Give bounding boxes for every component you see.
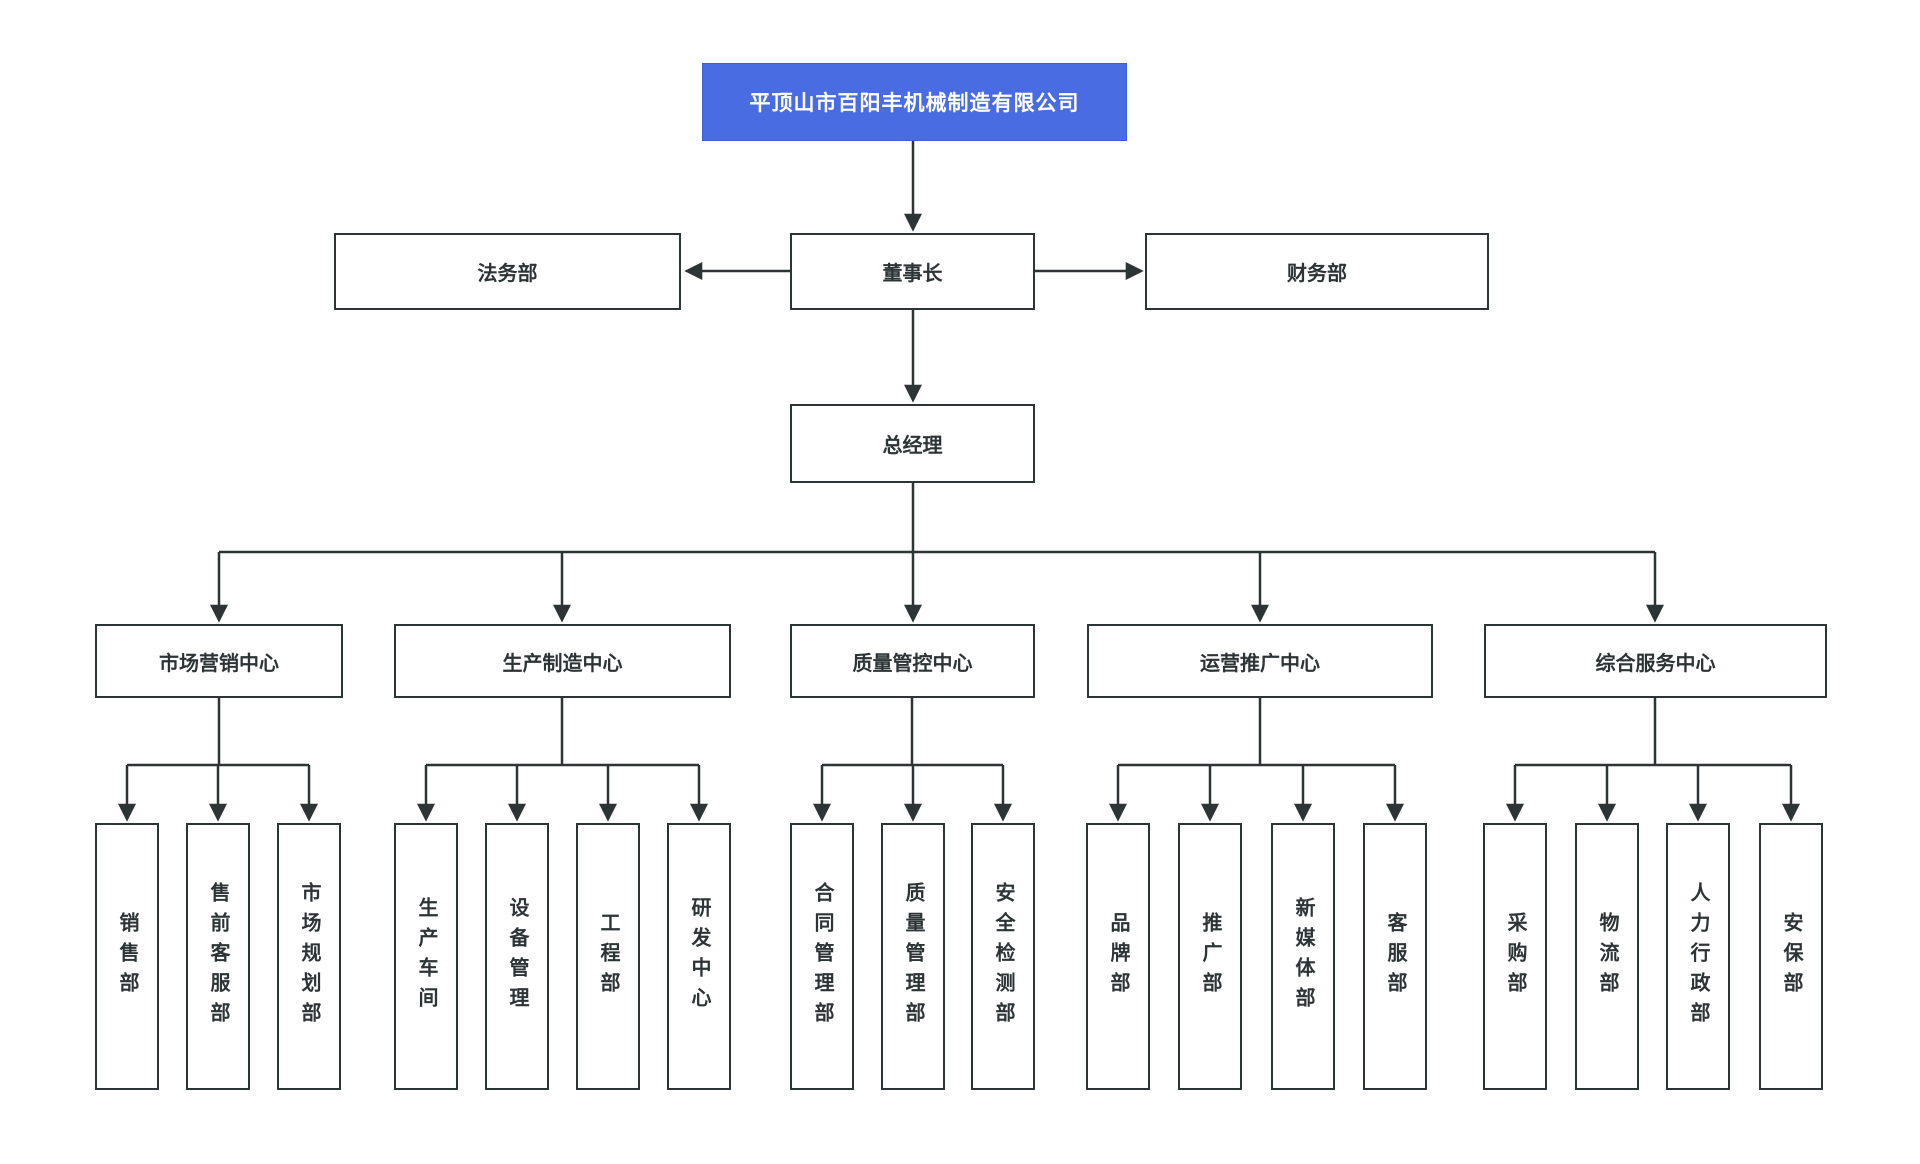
dept-label: 物流部 bbox=[1596, 911, 1618, 1002]
dept-label: 人力行政部 bbox=[1687, 881, 1709, 1032]
general-manager-label: 总经理 bbox=[882, 435, 943, 457]
dept-label: 合同管理部 bbox=[811, 881, 833, 1032]
org-node-dept-equipment-management: 设备管理 bbox=[485, 823, 549, 1090]
org-node-dept-engineering: 工程部 bbox=[576, 823, 640, 1090]
center-label: 质量管控中心 bbox=[852, 652, 973, 675]
finance-dept-label: 财务部 bbox=[1287, 263, 1347, 285]
org-node-center-marketing: 市场营销中心 bbox=[95, 624, 343, 698]
center-label: 生产制造中心 bbox=[502, 652, 623, 675]
org-node-dept-sales: 销售部 bbox=[95, 823, 159, 1090]
org-node-dept-rnd-center: 研发中心 bbox=[667, 823, 731, 1090]
dept-label: 售前客服部 bbox=[207, 881, 229, 1032]
dept-label: 安保部 bbox=[1780, 911, 1802, 1002]
dept-label: 客服部 bbox=[1384, 911, 1406, 1002]
org-node-dept-logistics: 物流部 bbox=[1575, 823, 1639, 1090]
org-node-dept-procurement: 采购部 bbox=[1483, 823, 1547, 1090]
legal-dept-label: 法务部 bbox=[477, 263, 538, 285]
center-label: 综合服务中心 bbox=[1595, 652, 1716, 675]
dept-label: 销售部 bbox=[116, 911, 138, 1002]
org-node-dept-contract-management: 合同管理部 bbox=[790, 823, 854, 1090]
org-node-dept-brand: 品牌部 bbox=[1086, 823, 1150, 1090]
org-node-center-production: 生产制造中心 bbox=[394, 624, 731, 698]
org-node-dept-market-planning: 市场规划部 bbox=[277, 823, 341, 1090]
dept-label: 新媒体部 bbox=[1292, 896, 1314, 1017]
org-node-dept-security: 安保部 bbox=[1759, 823, 1823, 1090]
org-node-general-manager: 总经理 bbox=[790, 404, 1035, 483]
dept-label: 市场规划部 bbox=[298, 881, 320, 1032]
org-node-dept-customer-service: 客服部 bbox=[1363, 823, 1427, 1090]
org-node-dept-production-workshop: 生产车间 bbox=[394, 823, 458, 1090]
dept-label: 生产车间 bbox=[415, 896, 437, 1017]
dept-label: 研发中心 bbox=[688, 896, 710, 1017]
company-label: 平顶山市百阳丰机械制造有限公司 bbox=[749, 92, 1080, 115]
org-node-legal-dept: 法务部 bbox=[334, 233, 681, 310]
dept-label: 设备管理 bbox=[506, 896, 528, 1017]
dept-label: 工程部 bbox=[597, 911, 619, 1002]
dept-label: 品牌部 bbox=[1107, 911, 1129, 1002]
org-node-dept-new-media: 新媒体部 bbox=[1271, 823, 1335, 1090]
org-node-center-quality: 质量管控中心 bbox=[790, 624, 1035, 698]
dept-label: 采购部 bbox=[1504, 911, 1526, 1002]
org-node-dept-quality-management: 质量管理部 bbox=[881, 823, 945, 1090]
org-node-center-operations: 运营推广中心 bbox=[1087, 624, 1433, 698]
center-label: 市场营销中心 bbox=[159, 652, 279, 675]
org-node-center-services: 综合服务中心 bbox=[1484, 624, 1827, 698]
org-node-dept-hr-admin: 人力行政部 bbox=[1666, 823, 1730, 1090]
dept-label: 质量管理部 bbox=[902, 881, 924, 1032]
org-node-finance-dept: 财务部 bbox=[1145, 233, 1489, 310]
center-label: 运营推广中心 bbox=[1200, 652, 1320, 675]
org-node-dept-presales-service: 售前客服部 bbox=[186, 823, 250, 1090]
org-node-chairman: 董事长 bbox=[790, 233, 1035, 310]
org-node-company: 平顶山市百阳丰机械制造有限公司 bbox=[702, 63, 1127, 141]
dept-label: 安全检测部 bbox=[992, 881, 1014, 1032]
org-node-dept-safety-inspection: 安全检测部 bbox=[971, 823, 1035, 1090]
dept-label: 推广部 bbox=[1199, 911, 1221, 1002]
chairman-label: 董事长 bbox=[882, 263, 943, 285]
org-node-dept-promotion: 推广部 bbox=[1178, 823, 1242, 1090]
